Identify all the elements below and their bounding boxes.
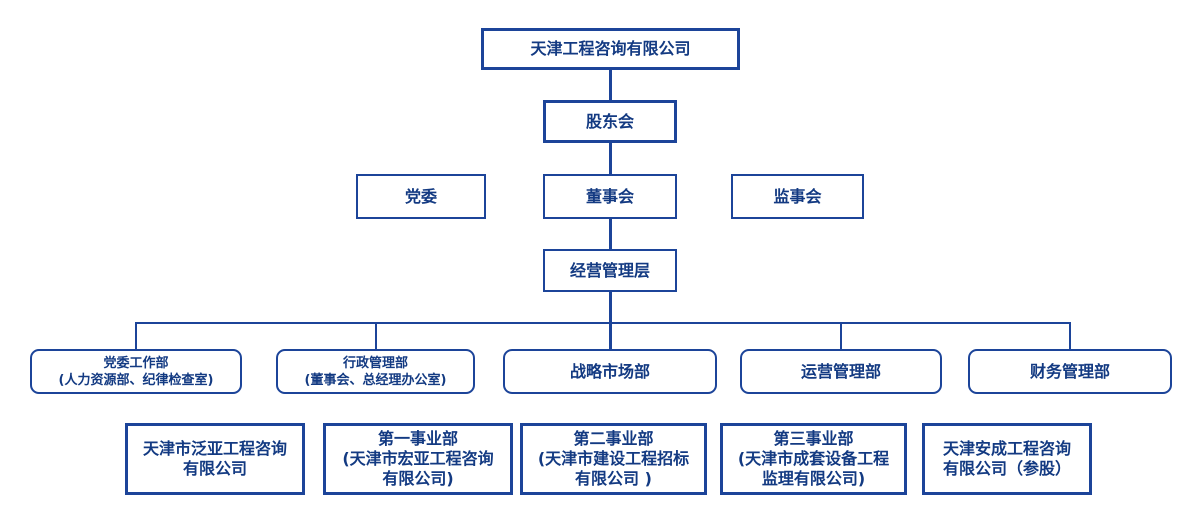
business-unit-1-line3: 有限公司) xyxy=(382,469,454,488)
shareholders-label: 股东会 xyxy=(585,111,634,131)
supervisory-board-label: 监事会 xyxy=(773,186,822,206)
subsidiary-ancheng-line1: 天津安成工程咨询 xyxy=(942,439,1071,458)
business-unit-2-line2: (天津市建设工程招标 xyxy=(537,449,690,468)
company-root-box: 天津工程咨询有限公司 xyxy=(481,28,740,70)
connector-stub-dept-5 xyxy=(1069,322,1071,349)
dept-party-work-label: 党委工作部 xyxy=(103,355,169,371)
dept-finance-box: 财务管理部 xyxy=(968,349,1172,394)
management-label: 经营管理层 xyxy=(569,260,650,280)
connector-stub-dept-4 xyxy=(840,322,842,349)
dept-administration-box: 行政管理部 (董事会、总经理办公室) xyxy=(276,349,475,394)
business-unit-2-line3: 有限公司 ) xyxy=(575,469,652,488)
business-unit-3-box: 第三事业部 (天津市成套设备工程 监理有限公司) xyxy=(720,423,907,495)
subsidiary-fanya-line2: 有限公司 xyxy=(182,459,247,478)
dept-administration-label: 行政管理部 xyxy=(342,355,408,371)
subsidiary-fanya-line1: 天津市泛亚工程咨询 xyxy=(142,439,287,458)
supervisory-board-box: 监事会 xyxy=(731,174,864,219)
business-unit-2-line1: 第二事业部 xyxy=(573,429,654,448)
connector-management-departments xyxy=(609,292,612,349)
business-unit-3-line2: (天津市成套设备工程 xyxy=(737,449,890,468)
dept-administration-sublabel: (董事会、总经理办公室) xyxy=(304,372,447,388)
business-unit-1-box: 第一事业部 (天津市宏亚工程咨询 有限公司) xyxy=(323,423,513,495)
subsidiary-ancheng-box: 天津安成工程咨询 有限公司（参股） xyxy=(922,423,1092,495)
dept-finance-label: 财务管理部 xyxy=(1029,361,1110,381)
board-of-directors-box: 董事会 xyxy=(543,174,677,219)
shareholders-box: 股东会 xyxy=(543,100,677,143)
connector-stub-dept-1 xyxy=(135,322,137,349)
connector-shareholders-board xyxy=(609,143,612,174)
subsidiary-fanya-box: 天津市泛亚工程咨询 有限公司 xyxy=(125,423,305,495)
dept-operations-box: 运营管理部 xyxy=(740,349,942,394)
connector-root-shareholders xyxy=(609,70,612,100)
business-unit-1-line2: (天津市宏亚工程咨询 xyxy=(342,449,494,468)
dept-strategy-market-label: 战略市场部 xyxy=(569,361,650,381)
company-root-label: 天津工程咨询有限公司 xyxy=(530,39,691,58)
dept-party-work-box: 党委工作部 (人力资源部、纪律检查室) xyxy=(30,349,242,394)
dept-operations-label: 运营管理部 xyxy=(800,361,881,381)
management-box: 经营管理层 xyxy=(543,249,677,292)
connector-horizontal-bus xyxy=(135,322,1071,324)
business-unit-3-line3: 监理有限公司) xyxy=(761,469,866,488)
dept-party-work-sublabel: (人力资源部、纪律检查室) xyxy=(58,372,214,388)
business-unit-2-box: 第二事业部 (天津市建设工程招标 有限公司 ) xyxy=(520,423,707,495)
subsidiary-ancheng-line2: 有限公司（参股） xyxy=(942,459,1071,478)
party-committee-box: 党委 xyxy=(356,174,486,219)
party-committee-label: 党委 xyxy=(404,186,437,206)
dept-strategy-market-box: 战略市场部 xyxy=(503,349,717,394)
board-of-directors-label: 董事会 xyxy=(585,186,634,206)
connector-stub-dept-2 xyxy=(375,322,377,349)
business-unit-1-line1: 第一事业部 xyxy=(377,429,458,448)
connector-board-management xyxy=(609,219,612,249)
business-unit-3-line1: 第三事业部 xyxy=(773,429,854,448)
